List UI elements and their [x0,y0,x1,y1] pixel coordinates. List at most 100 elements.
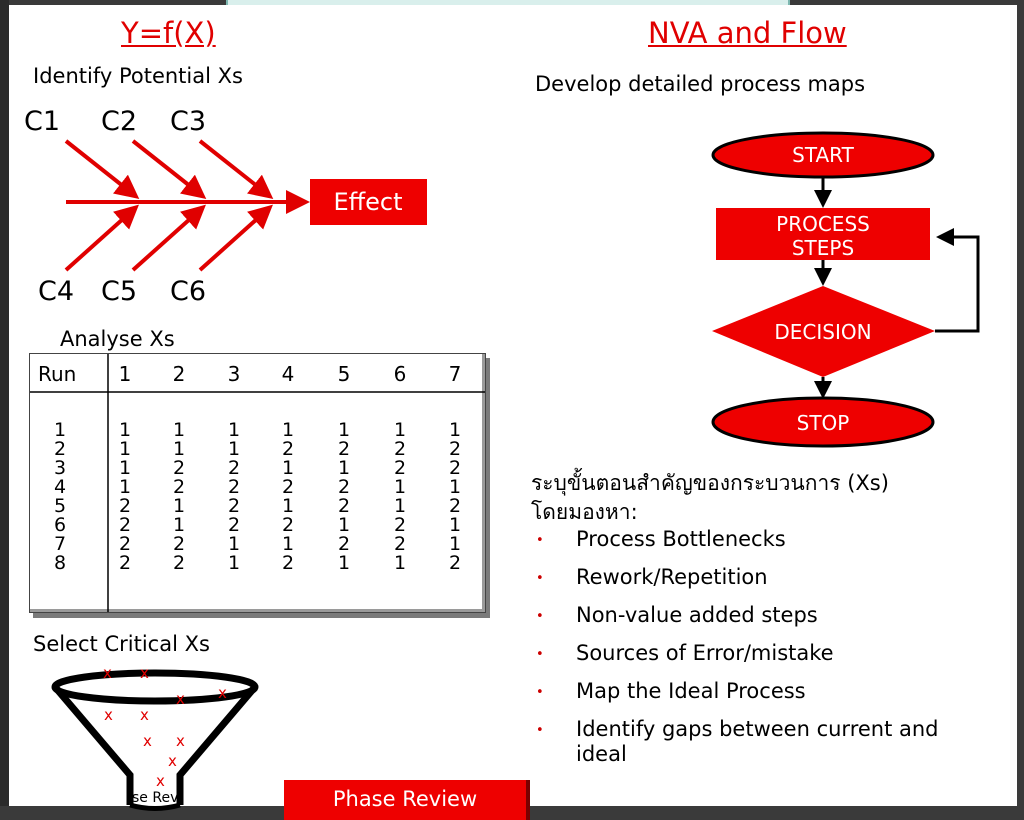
funnel-x-mark: x [218,684,227,702]
effect-label: Effect [333,188,402,216]
table-cell: 2 [338,533,350,555]
table-cell: 1 [173,495,185,517]
table-cell: 1 [282,533,294,555]
table-header-cell: 4 [282,362,295,386]
table-header-cell: 7 [449,362,462,386]
table-cell: 2 [394,457,406,479]
cause-c4: C4 [38,276,74,307]
funnel-x-mark: x [140,706,149,724]
table-cell: 2 [119,514,131,536]
process-flowchart: START PROCESS STEPS DECISION STOP [711,131,980,448]
table-cell: 1 [228,533,240,555]
effect-box [310,179,427,225]
table-cell: 1 [338,514,350,536]
funnel-x-mark: x [143,732,152,750]
table-cell: 2 [338,438,350,460]
table-cell: 1 [394,495,406,517]
start-node [711,131,935,179]
table-cell: 1 [394,476,406,498]
table-cell: 1 [119,419,131,441]
cause-c1: C1 [24,106,60,137]
right-title: NVA and Flow [648,16,847,50]
table-cell: 2 [119,533,131,555]
funnel-x-mark: x [140,664,149,682]
thai-heading-line2: โดยมองหา: [531,500,638,524]
bone-c6 [198,204,273,272]
table-cell: 1 [228,438,240,460]
table-cell: 5 [54,495,66,517]
table-cell: 2 [282,438,294,460]
table-cell: 2 [228,476,240,498]
bullet-icon: • [536,571,544,586]
table-cell: 7 [54,533,66,555]
list-item: •Identify gaps between current and ideal [532,717,992,767]
table-cell: 1 [338,552,350,574]
bone-c3 [198,139,274,199]
funnel-x-mark: x [176,732,185,750]
fishbone-diagram: C1 C2 C3 Effect C4 C5 C6 [24,106,427,307]
bullet-icon: • [536,533,544,548]
table-cell: 1 [228,552,240,574]
stop-node [711,396,935,448]
table-cell: 2 [228,495,240,517]
table-cell: 1 [228,419,240,441]
cause-c3: C3 [170,106,206,137]
table-header-cell: 1 [119,362,132,386]
bone-c2 [131,139,207,199]
table-cell: 1 [449,533,461,555]
process-maps-subtitle: Develop detailed process maps [535,72,866,96]
cause-c5: C5 [101,276,137,307]
list-item: •Map the Ideal Process [532,679,992,704]
table-cell: 2 [173,476,185,498]
table-cell: 2 [449,438,461,460]
select-critical-xs-label: Select Critical Xs [33,632,210,656]
table-cell: 2 [338,476,350,498]
list-item: •Non-value added steps [532,603,992,628]
process-node [716,208,930,260]
table-cell: 2 [228,457,240,479]
phase-review-button[interactable]: Phase Review [284,780,530,820]
funnel-x-mark: x [176,690,185,708]
table-header-cell: Run [38,362,76,386]
list-item: •Process Bottlenecks [532,527,992,552]
table-cell: 1 [282,419,294,441]
table-cell: 1 [119,438,131,460]
list-item: •Sources of Error/mistake [532,641,992,666]
table-cell: 2 [173,457,185,479]
table-cell: 8 [54,552,66,574]
table-header-cell: 3 [228,362,241,386]
bone-c5 [131,204,206,272]
table-cell: 1 [449,476,461,498]
left-title: Y=f(X) [121,16,216,50]
table-cell: 2 [394,533,406,555]
table-cell: 2 [282,552,294,574]
table-cell: 1 [119,457,131,479]
bullet-text: Non-value added steps [576,603,818,627]
table-cell: 1 [449,419,461,441]
top-tab-strip [226,0,790,5]
table-cell: 2 [394,514,406,536]
table-cell: 1 [338,419,350,441]
decision-node [712,286,935,377]
cause-c2: C2 [101,106,137,137]
identify-xs-label: Identify Potential Xs [33,64,243,88]
table-cell: 4 [54,476,66,498]
bullet-text: Rework/Repetition [576,565,768,589]
table-cell: 2 [54,438,66,460]
table-cell: 2 [173,533,185,555]
table-cell: 1 [282,457,294,479]
bullet-text: Map the Ideal Process [576,679,806,703]
table-cell: 2 [449,495,461,517]
table-cell: 2 [119,552,131,574]
funnel-x-mark: x [156,772,165,790]
cause-c6: C6 [170,276,206,307]
table-cell: 2 [449,457,461,479]
bullet-text: Identify gaps between current and ideal [576,717,939,766]
table-cell: 1 [394,552,406,574]
